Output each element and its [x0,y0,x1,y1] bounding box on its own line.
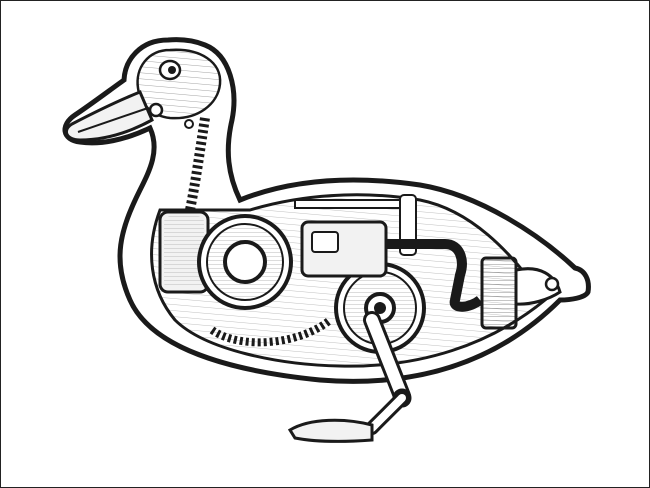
neck-coil [185,117,210,211]
duck-beak [64,90,164,142]
pipe [385,239,484,312]
left-gear-icon [197,214,293,310]
tail-chamber [480,256,518,330]
beak-hinge-icon [148,102,164,118]
top-rod [294,199,416,209]
duck-foot [287,418,374,443]
duck-leg [287,311,412,443]
duck-head [136,48,222,120]
hose [209,316,333,347]
